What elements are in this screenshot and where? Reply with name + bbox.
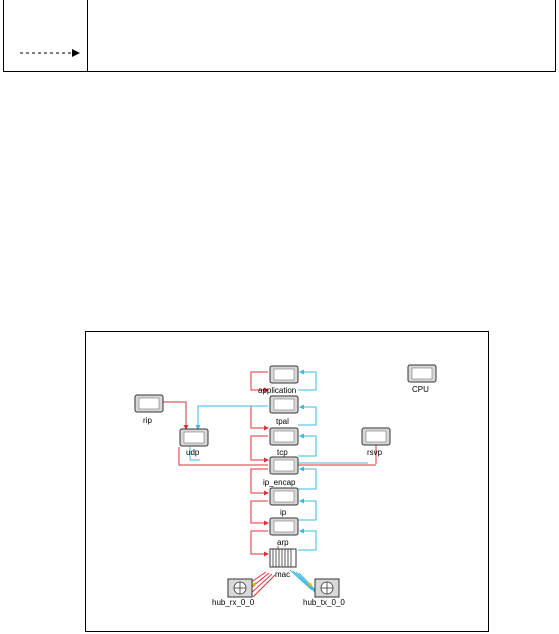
legend-box — [3, 0, 556, 72]
label-rip: rip — [143, 416, 152, 425]
node-hub-rx[interactable]: hub_rx_0_0 — [212, 578, 255, 607]
label-ip-encap: ip_encap — [263, 478, 296, 487]
label-application: application — [258, 386, 296, 395]
label-tpal: tpal — [276, 417, 289, 426]
node-ip-encap[interactable]: ip_encap — [263, 456, 299, 487]
node-arp[interactable]: arp — [269, 517, 299, 547]
node-mac[interactable]: mac — [269, 548, 297, 579]
node-hub-tx[interactable]: hub_tx_0_0 — [303, 578, 345, 607]
label-arp: arp — [277, 538, 289, 547]
legend-symbol-cell — [4, 0, 88, 71]
node-model-diagram: application CPU rip tpal udp tcp — [85, 331, 489, 632]
node-application[interactable]: application — [258, 365, 299, 395]
label-mac: mac — [275, 570, 290, 579]
label-hub-tx: hub_tx_0_0 — [303, 598, 345, 607]
label-tcp: tcp — [277, 448, 288, 457]
node-udp[interactable]: udp — [179, 428, 209, 457]
node-tpal[interactable]: tpal — [269, 395, 299, 426]
diagram-canvas: application CPU rip tpal udp tcp — [134, 364, 437, 607]
node-cpu[interactable]: CPU — [407, 364, 437, 394]
label-cpu: CPU — [412, 385, 429, 394]
node-ip[interactable]: ip — [269, 487, 299, 517]
label-ip: ip — [280, 508, 287, 517]
label-rsvp: rsvp — [367, 448, 383, 457]
node-tcp[interactable]: tcp — [269, 427, 299, 457]
node-rsvp[interactable]: rsvp — [361, 427, 391, 457]
dashed-arrow-icon — [20, 49, 80, 57]
node-rip[interactable]: rip — [134, 394, 164, 425]
yellow-links — [252, 582, 312, 587]
label-udp: udp — [186, 448, 200, 457]
label-hub-rx: hub_rx_0_0 — [212, 598, 255, 607]
